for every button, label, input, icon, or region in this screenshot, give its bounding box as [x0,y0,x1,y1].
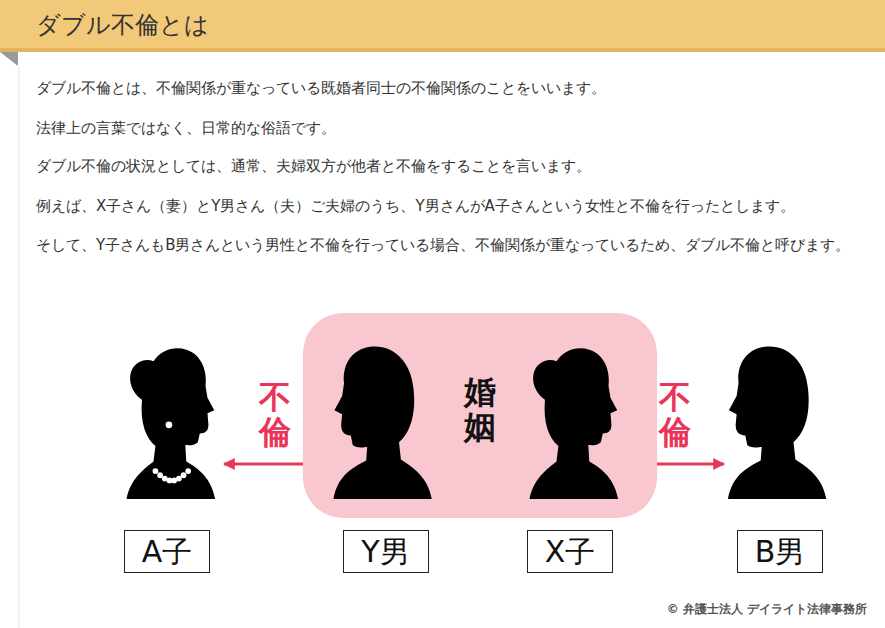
name-box: Y男 [343,530,429,573]
head-silhouette [728,346,826,499]
copyright-note: © 弁護士法人 デイライト法律事務所 [667,601,867,618]
pearl [181,472,187,478]
person-figure: X子 [516,340,624,573]
body-paragraph: ダブル不倫とは、不倫関係が重なっている既婚者同士の不倫関係のことをいいます。 [36,77,866,99]
pearl [185,468,191,474]
header-band [0,0,885,52]
silhouette [516,340,624,500]
earring [166,421,173,428]
silhouette [328,340,443,500]
head-silhouette [333,346,431,499]
page-title: ダブル不倫とは [36,10,209,40]
silhouette [726,340,834,500]
pearl [157,472,163,478]
header-shade [0,48,885,52]
pearl [153,468,159,474]
page-border [19,66,20,628]
person-figure: A子 [112,340,222,573]
pearl [176,476,182,482]
body-paragraph: ダブル不倫の状況としては、通常、夫婦双方が他者と不倫をすることを言います。 [36,155,866,177]
edge-label: 不倫 [259,380,291,450]
name-box: B男 [737,530,823,573]
person-figure: Y男 [328,340,443,573]
body-paragraph: 例えば、X子さん（妻）とY男さん（夫）ご夫婦のうち、Y男さんがA子さんという女性… [36,195,866,217]
marriage-band: 婚姻Y男X子 [303,313,657,518]
body-paragraph: 法律上の言葉ではなく、日常的な俗語です。 [36,117,866,139]
name-box: X子 [527,530,613,573]
head-silhouette [127,348,216,499]
person-figure: B男 [726,340,834,573]
name-box: A子 [124,530,210,573]
ribbon-fold [0,52,18,66]
band-label: 婚姻 [464,375,496,445]
silhouette [112,340,222,500]
head-silhouette [530,348,619,499]
body-paragraph: そして、Y子さんもB男さんという男性と不倫を行っている場合、不倫関係が重なってい… [36,234,866,256]
edge-label: 不倫 [659,380,691,450]
